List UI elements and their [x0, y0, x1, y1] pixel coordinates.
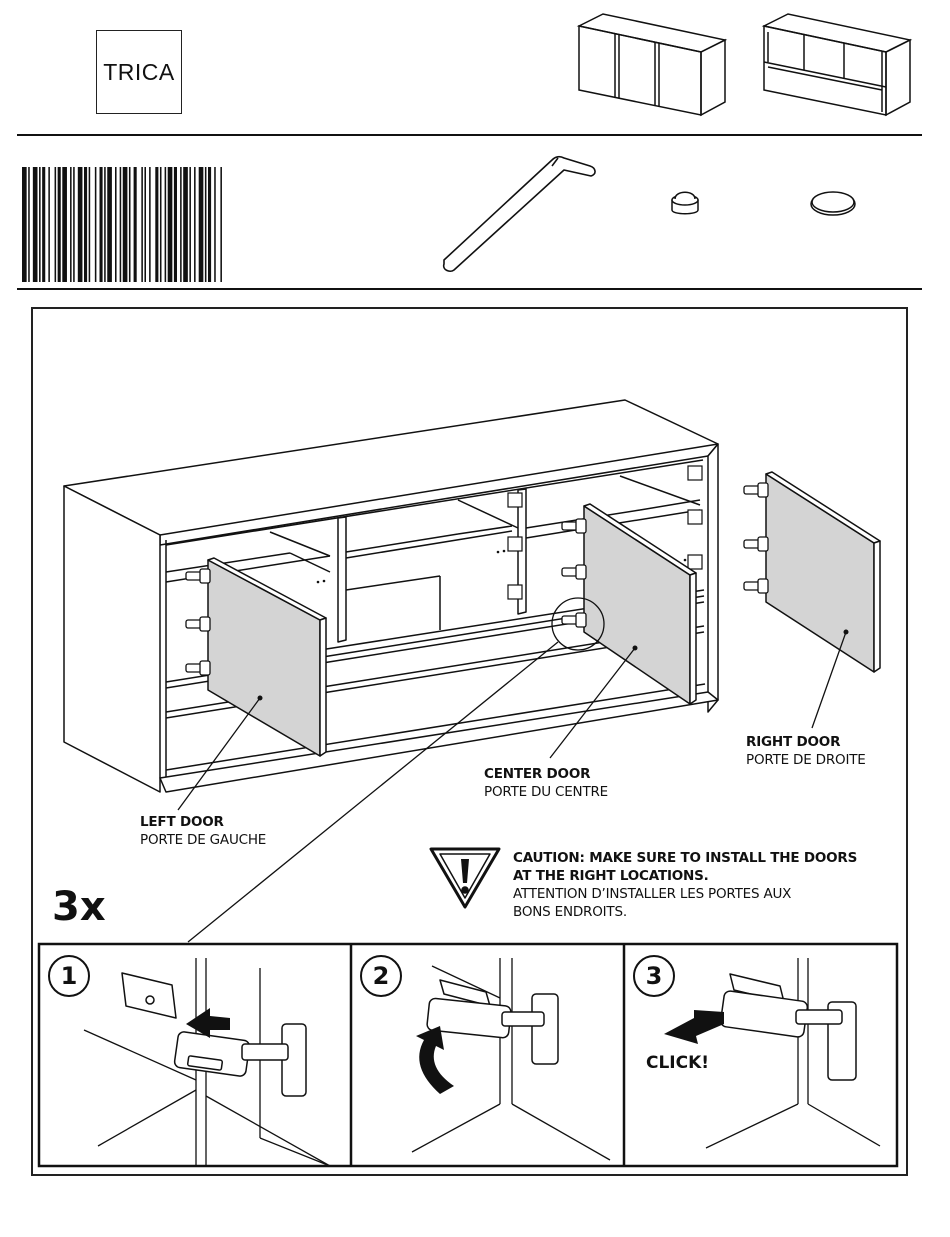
step-number-2: 2	[360, 955, 402, 997]
step-number-3: 3	[633, 955, 675, 997]
step-number-1: 1	[48, 955, 90, 997]
click-note: CLICK!	[646, 1053, 709, 1073]
